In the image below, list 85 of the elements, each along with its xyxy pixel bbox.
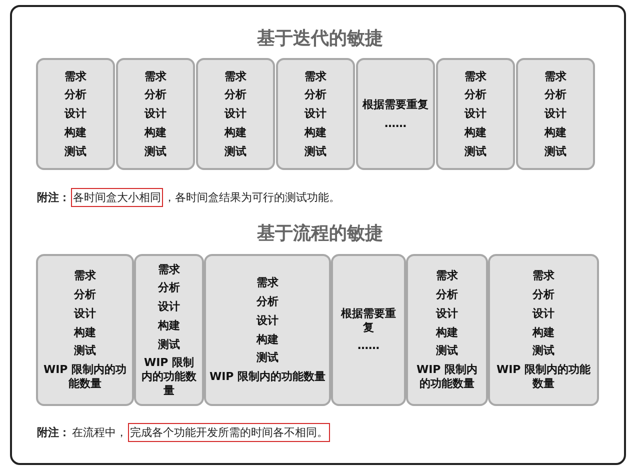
box-text: 根据需要重复 xyxy=(362,98,428,112)
box-text: 分析 xyxy=(464,88,486,102)
box-text: 设计 xyxy=(224,107,246,121)
process-box xyxy=(196,58,275,170)
box-text: 设计 xyxy=(158,300,180,314)
box-text: 构建 xyxy=(64,126,86,140)
box-text: 测试 xyxy=(256,351,278,365)
note-text: 在流程中， xyxy=(71,425,128,441)
section-title: 基于流程的敏捷 xyxy=(256,222,384,245)
box-text: 根据需要重复 xyxy=(340,306,397,334)
box-text: 需求 xyxy=(436,269,458,284)
box-text: 分析 xyxy=(158,281,180,295)
box-text: 需求 xyxy=(544,70,566,84)
box-text: 测试 xyxy=(64,144,86,158)
process-box xyxy=(516,58,595,170)
box-text: 需求 xyxy=(532,269,554,284)
box-text: 分析 xyxy=(74,288,96,302)
box-text: 分析 xyxy=(436,288,458,302)
box-text: 分析 xyxy=(224,88,246,102)
process-box xyxy=(134,254,204,406)
process-box xyxy=(406,254,488,406)
box-text: 设计 xyxy=(532,306,554,321)
box-text: 测试 xyxy=(436,344,458,358)
box-text: 需求 xyxy=(74,269,96,284)
box-text: 分析 xyxy=(544,88,566,102)
box-text: 设计 xyxy=(436,306,458,321)
box-text: 构建 xyxy=(464,126,486,140)
note-label: 附注： xyxy=(36,425,71,441)
highlighted-note-text: 各时间盒大小相同 xyxy=(71,188,163,207)
box-text: 测试 xyxy=(144,144,166,158)
box-text: 分析 xyxy=(64,88,86,102)
process-box xyxy=(36,254,134,406)
box-text: 设计 xyxy=(64,107,86,121)
process-box xyxy=(356,58,435,170)
box-text: 测试 xyxy=(74,344,96,358)
box-text: 设计 xyxy=(144,107,166,121)
box-text: 设计 xyxy=(74,306,96,321)
box-text: WIP 限制内的功能数量 xyxy=(42,363,128,391)
box-text: 设计 xyxy=(544,107,566,121)
box-text: 测试 xyxy=(544,144,566,158)
box-text: 测试 xyxy=(532,344,554,358)
box-text: WIP 限制内的功能数量 xyxy=(140,356,198,398)
process-box xyxy=(331,254,406,406)
box-text: 测试 xyxy=(224,144,246,158)
box-text: 分析 xyxy=(532,288,554,302)
process-box xyxy=(116,58,195,170)
box-text: 测试 xyxy=(464,144,486,158)
box-text: 需求 xyxy=(144,70,166,84)
highlighted-note-text: 完成各个功能开发所需的时间各不相同。 xyxy=(128,423,330,442)
box-text: 构建 xyxy=(304,126,326,140)
box-text: 测试 xyxy=(304,144,326,158)
box-text: 设计 xyxy=(304,107,326,121)
box-text: 构建 xyxy=(158,318,180,332)
box-text: 构建 xyxy=(436,326,458,340)
box-text: 设计 xyxy=(464,107,486,121)
box-text: 分析 xyxy=(256,295,278,309)
process-box xyxy=(436,58,515,170)
box-text: 需求 xyxy=(64,70,86,84)
box-text: …… xyxy=(384,116,406,130)
box-text: …… xyxy=(358,339,380,354)
note-label: 附注： xyxy=(36,190,71,206)
box-text: 需求 xyxy=(304,70,326,84)
box-text: WIP 限制内的功能数量 xyxy=(415,363,479,391)
box-text: 分析 xyxy=(144,88,166,102)
box-text: 构建 xyxy=(544,126,566,140)
box-text: 设计 xyxy=(256,314,278,328)
box-text: 需求 xyxy=(224,70,246,84)
box-text: WIP 限制内的功能数量 xyxy=(495,363,592,391)
box-text: 构建 xyxy=(224,126,246,140)
box-text: 构建 xyxy=(256,332,278,346)
box-text: 需求 xyxy=(464,70,486,84)
box-text: 构建 xyxy=(144,126,166,140)
process-box xyxy=(488,254,599,406)
process-box xyxy=(204,254,331,406)
box-text: 构建 xyxy=(532,326,554,340)
process-box xyxy=(276,58,355,170)
section-title: 基于迭代的敏捷 xyxy=(256,27,384,50)
process-box xyxy=(36,58,115,170)
box-text: 构建 xyxy=(74,326,96,340)
box-text: 需求 xyxy=(158,262,180,276)
box-text: 测试 xyxy=(158,338,180,352)
note-text: ，各时间盒结果为可行的测试功能。 xyxy=(163,190,341,206)
box-text: WIP 限制内的功能数量 xyxy=(209,370,326,384)
box-text: 需求 xyxy=(256,276,278,290)
box-text: 分析 xyxy=(304,88,326,102)
